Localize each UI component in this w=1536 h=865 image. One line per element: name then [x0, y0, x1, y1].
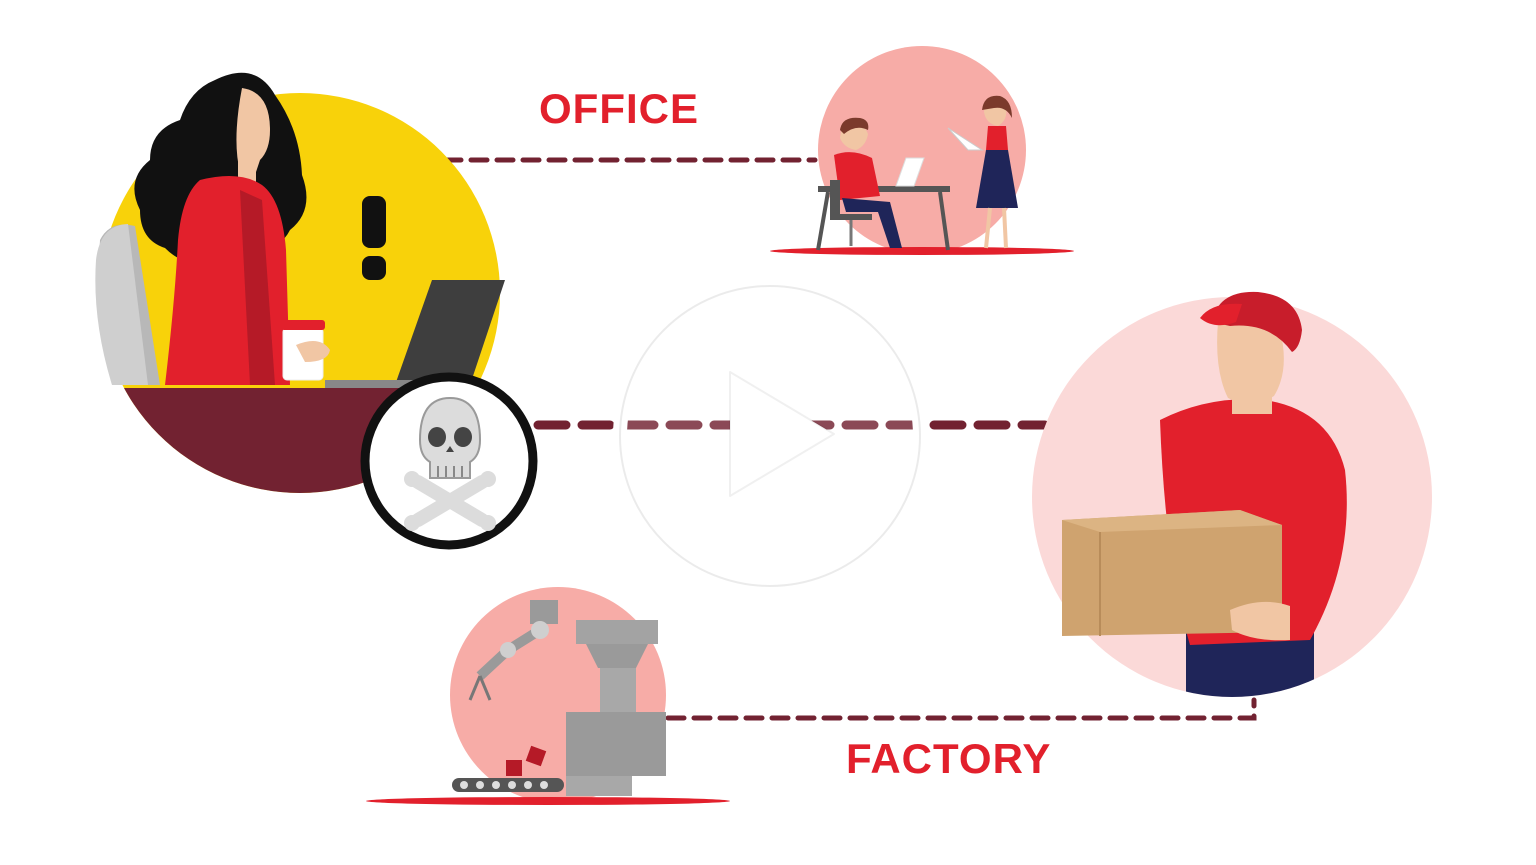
office-label: OFFICE: [539, 85, 699, 132]
skull-crossbones-icon: [360, 372, 538, 550]
exclamation-icon: [362, 196, 386, 248]
factory-scene: [366, 587, 730, 805]
delivery-man-scene: [1032, 291, 1432, 697]
factory-label: FACTORY: [846, 735, 1052, 782]
play-button[interactable]: [612, 278, 928, 594]
play-icon: [613, 279, 927, 593]
factory-connector: [665, 697, 1257, 721]
office-scene: [770, 46, 1074, 255]
